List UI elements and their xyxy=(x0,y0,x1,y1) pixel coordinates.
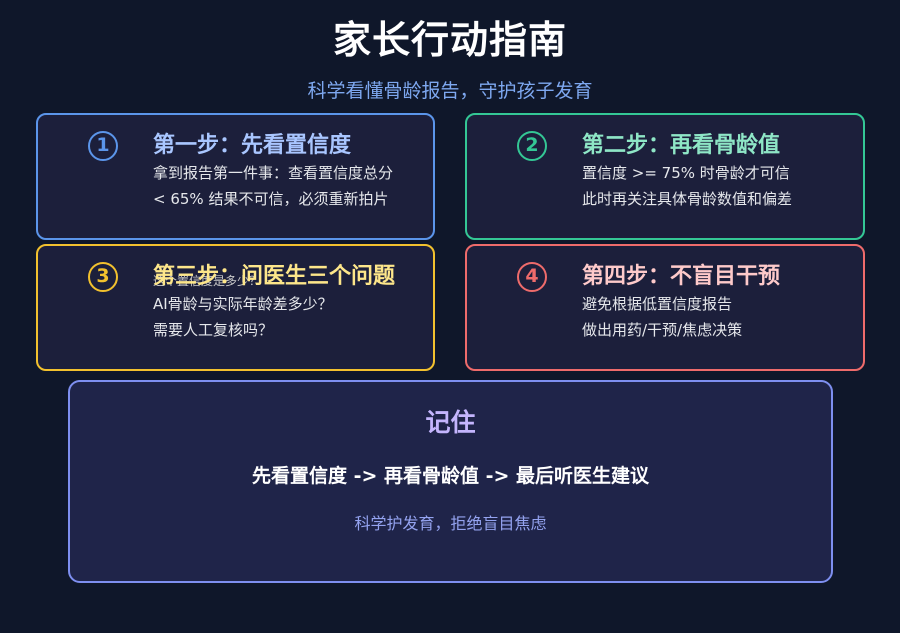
page-subtitle: 科学看懂骨龄报告，守护孩子发育 xyxy=(307,80,593,102)
remember-flow: 先看置信度 -> 再看骨龄值 -> 最后听医生建议 xyxy=(251,465,650,487)
remember-note: 科学护发育，拒绝盲目焦虑 xyxy=(354,514,547,533)
step-text-line-2: 需要人工复核吗？ xyxy=(153,321,274,339)
step-number-badge: 2 xyxy=(517,131,547,161)
step-number-badge: 3 xyxy=(88,262,118,292)
step-title: 第二步：再看骨龄值 xyxy=(582,133,781,158)
remember-box: 记住 先看置信度 -> 再看骨龄值 -> 最后听医生建议 科学护发育，拒绝盲目焦… xyxy=(68,380,833,583)
page-title: 家长行动指南 xyxy=(332,18,567,62)
remember-title: 记住 xyxy=(425,408,476,437)
step-card-2: 2 第二步：再看骨龄值 置信度 >= 75% 时骨龄才可信 此时再关注具体骨龄数… xyxy=(465,113,865,240)
step-text-line-1: 避免根据低置信度报告 xyxy=(582,295,733,313)
step-text-line-2: 做出用药/干预/焦虑决策 xyxy=(582,321,743,339)
step-card-1: 1 第一步：先看置信度 拿到报告第一件事：查看置信度总分 < 65% 结果不可信… xyxy=(36,113,435,240)
step-overlapped-text: 这个置信度是多少？ xyxy=(153,274,262,288)
step-title: 第三步：问医生三个问题 xyxy=(153,264,396,289)
step-number-badge: 4 xyxy=(517,262,547,292)
step-text-line-2: 此时再关注具体骨龄数值和偏差 xyxy=(582,190,793,208)
step-card-4: 4 第四步：不盲目干预 避免根据低置信度报告 做出用药/干预/焦虑决策 xyxy=(465,244,865,371)
step-text-line-1: 置信度 >= 75% 时骨龄才可信 xyxy=(582,164,790,182)
step-text-line-2: < 65% 结果不可信，必须重新拍片 xyxy=(153,190,389,208)
step-card-3: 3 这个置信度是多少？ 第三步：问医生三个问题 AI骨龄与实际年龄差多少？ 需要… xyxy=(36,244,435,371)
step-text-line-1: 拿到报告第一件事：查看置信度总分 xyxy=(153,164,394,182)
step-title: 第一步：先看置信度 xyxy=(153,133,352,158)
step-number-badge: 1 xyxy=(88,131,118,161)
step-title: 第四步：不盲目干预 xyxy=(582,264,781,289)
step-text-line-1: AI骨龄与实际年龄差多少？ xyxy=(153,295,333,313)
